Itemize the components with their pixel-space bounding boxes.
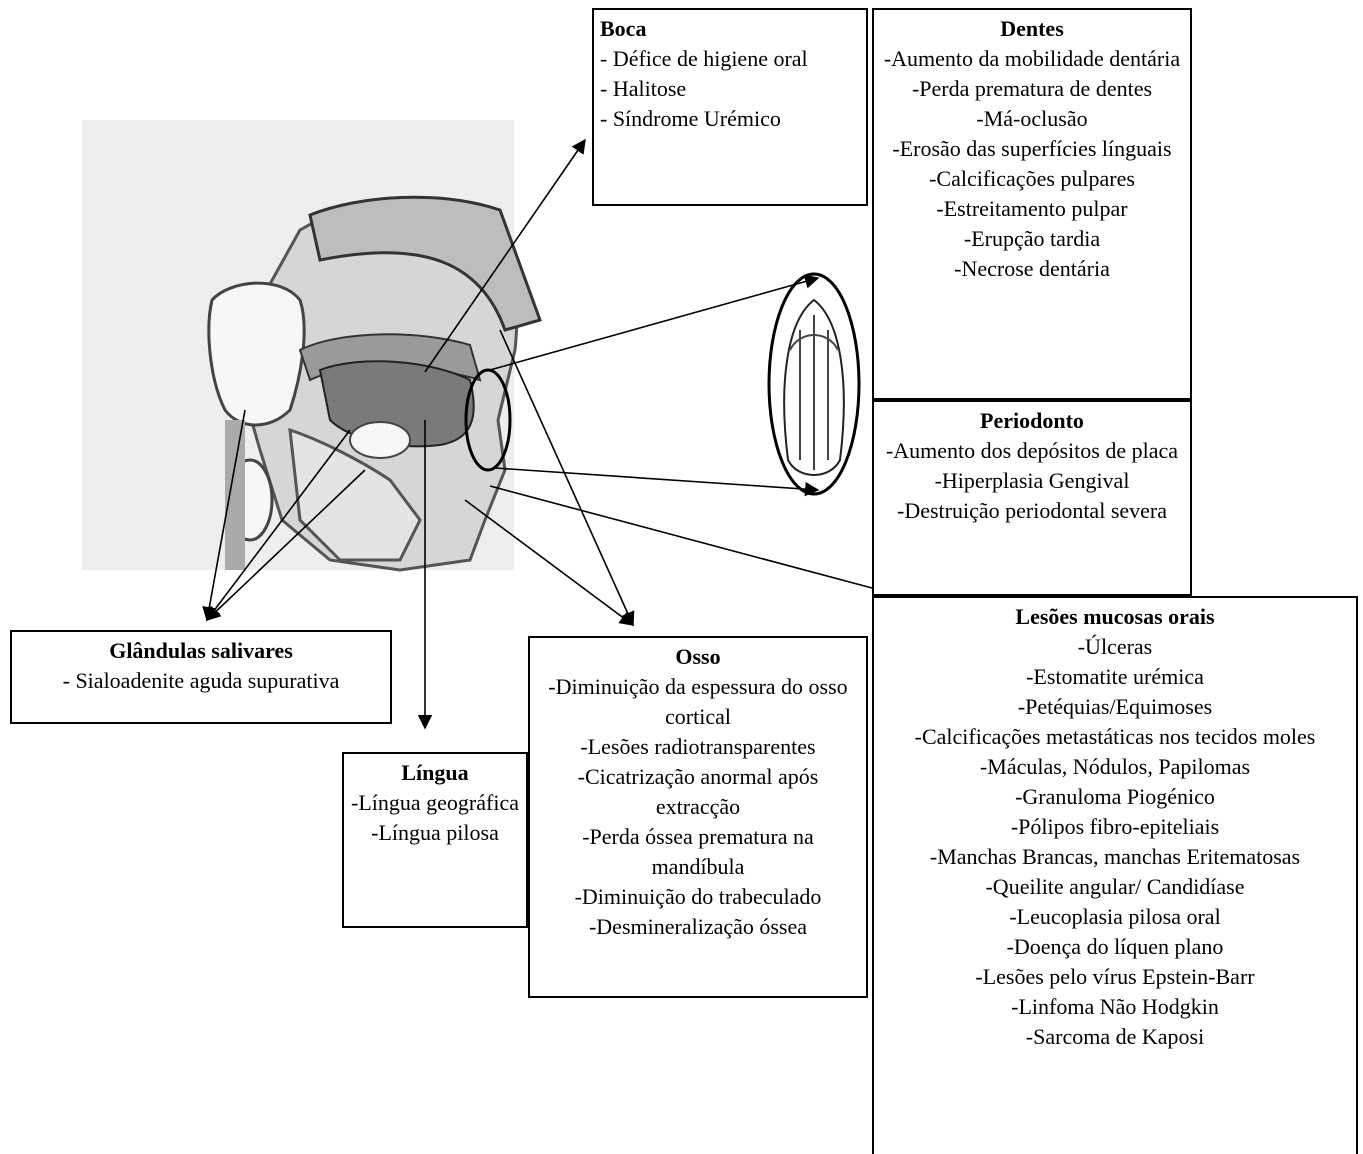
- box-glandulas-salivares: Glândulas salivares - Sialoadenite aguda…: [10, 630, 392, 724]
- dentes-item: -Má-oclusão: [880, 104, 1184, 134]
- osso-title: Osso: [536, 642, 860, 672]
- periodonto-item: -Aumento dos depósitos de placa: [880, 436, 1184, 466]
- lesoes-item: -Estomatite urémica: [880, 662, 1350, 692]
- boca-title: Boca: [600, 14, 860, 44]
- box-dentes: Dentes -Aumento da mobilidade dentária -…: [872, 8, 1192, 400]
- box-periodonto: Periodonto -Aumento dos depósitos de pla…: [872, 400, 1192, 596]
- parotid-gland: [209, 283, 304, 425]
- boca-item: - Síndrome Urémico: [600, 104, 860, 134]
- dentes-item: -Necrose dentária: [880, 254, 1184, 284]
- dentes-item: -Erupção tardia: [880, 224, 1184, 254]
- zoom-line-bottom: [495, 468, 818, 490]
- lesoes-item: -Máculas, Nódulos, Papilomas: [880, 752, 1350, 782]
- lingua-item: -Língua pilosa: [350, 818, 520, 848]
- neck-structure: [225, 420, 245, 570]
- arrow-lesoes: [490, 486, 872, 588]
- lingua-item: -Língua geográfica: [350, 788, 520, 818]
- periodonto-item: -Hiperplasia Gengival: [880, 466, 1184, 496]
- dentes-item: -Estreitamento pulpar: [880, 194, 1184, 224]
- dentes-item: -Aumento da mobilidade dentária: [880, 44, 1184, 74]
- dentes-title: Dentes: [880, 14, 1184, 44]
- lesoes-item: -Granuloma Piogénico: [880, 782, 1350, 812]
- lesoes-title: Lesões mucosas orais: [880, 602, 1350, 632]
- arrow-osso-1: [500, 330, 633, 625]
- lesoes-item: -Petéquias/Equimoses: [880, 692, 1350, 722]
- lesoes-item: -Pólipos fibro-epiteliais: [880, 812, 1350, 842]
- lesoes-item: -Úlceras: [880, 632, 1350, 662]
- sublingual-gland: [350, 422, 410, 458]
- lesoes-item: -Sarcoma de Kaposi: [880, 1022, 1350, 1052]
- box-osso: Osso -Diminuição da espessura do osso co…: [528, 636, 868, 998]
- boca-item: - Défice de higiene oral: [600, 44, 860, 74]
- periodonto-title: Periodonto: [880, 406, 1184, 436]
- osso-item: -Diminuição do trabeculado: [536, 882, 860, 912]
- glandulas-title: Glândulas salivares: [18, 636, 384, 666]
- dentes-item: -Erosão das superfícies línguais: [880, 134, 1184, 164]
- boca-item: - Halitose: [600, 74, 860, 104]
- box-lingua: Língua -Língua geográfica -Língua pilosa: [342, 752, 528, 928]
- lesoes-item: -Doença do líquen plano: [880, 932, 1350, 962]
- osso-item: -Cicatrização anormal após extracção: [536, 762, 860, 822]
- glandulas-item: - Sialoadenite aguda supurativa: [18, 666, 384, 696]
- lesoes-item: -Queilite angular/ Candidíase: [880, 872, 1350, 902]
- osso-item: -Perda óssea prematura na mandíbula: [536, 822, 860, 882]
- zoom-line-top: [490, 278, 818, 370]
- dentes-item: -Calcificações pulpares: [880, 164, 1184, 194]
- lesoes-item: -Calcificações metastáticas nos tecidos …: [880, 722, 1350, 752]
- lesoes-item: -Lesões pelo vírus Epstein-Barr: [880, 962, 1350, 992]
- lesoes-item: -Linfoma Não Hodgkin: [880, 992, 1350, 1022]
- box-lesoes-mucosas-orais: Lesões mucosas orais -Úlceras -Estomatit…: [872, 596, 1358, 1154]
- osso-item: -Lesões radiotransparentes: [536, 732, 860, 762]
- dentes-item: -Perda prematura de dentes: [880, 74, 1184, 104]
- osso-item: -Desmineralização óssea: [536, 912, 860, 942]
- box-boca: Boca - Défice de higiene oral - Halitose…: [592, 8, 868, 206]
- lesoes-item: -Leucoplasia pilosa oral: [880, 902, 1350, 932]
- osso-item: -Diminuição da espessura do osso cortica…: [536, 672, 860, 732]
- periodonto-item: -Destruição periodontal severa: [880, 496, 1184, 526]
- lingua-title: Língua: [350, 758, 520, 788]
- lesoes-item: -Manchas Brancas, manchas Eritematosas: [880, 842, 1350, 872]
